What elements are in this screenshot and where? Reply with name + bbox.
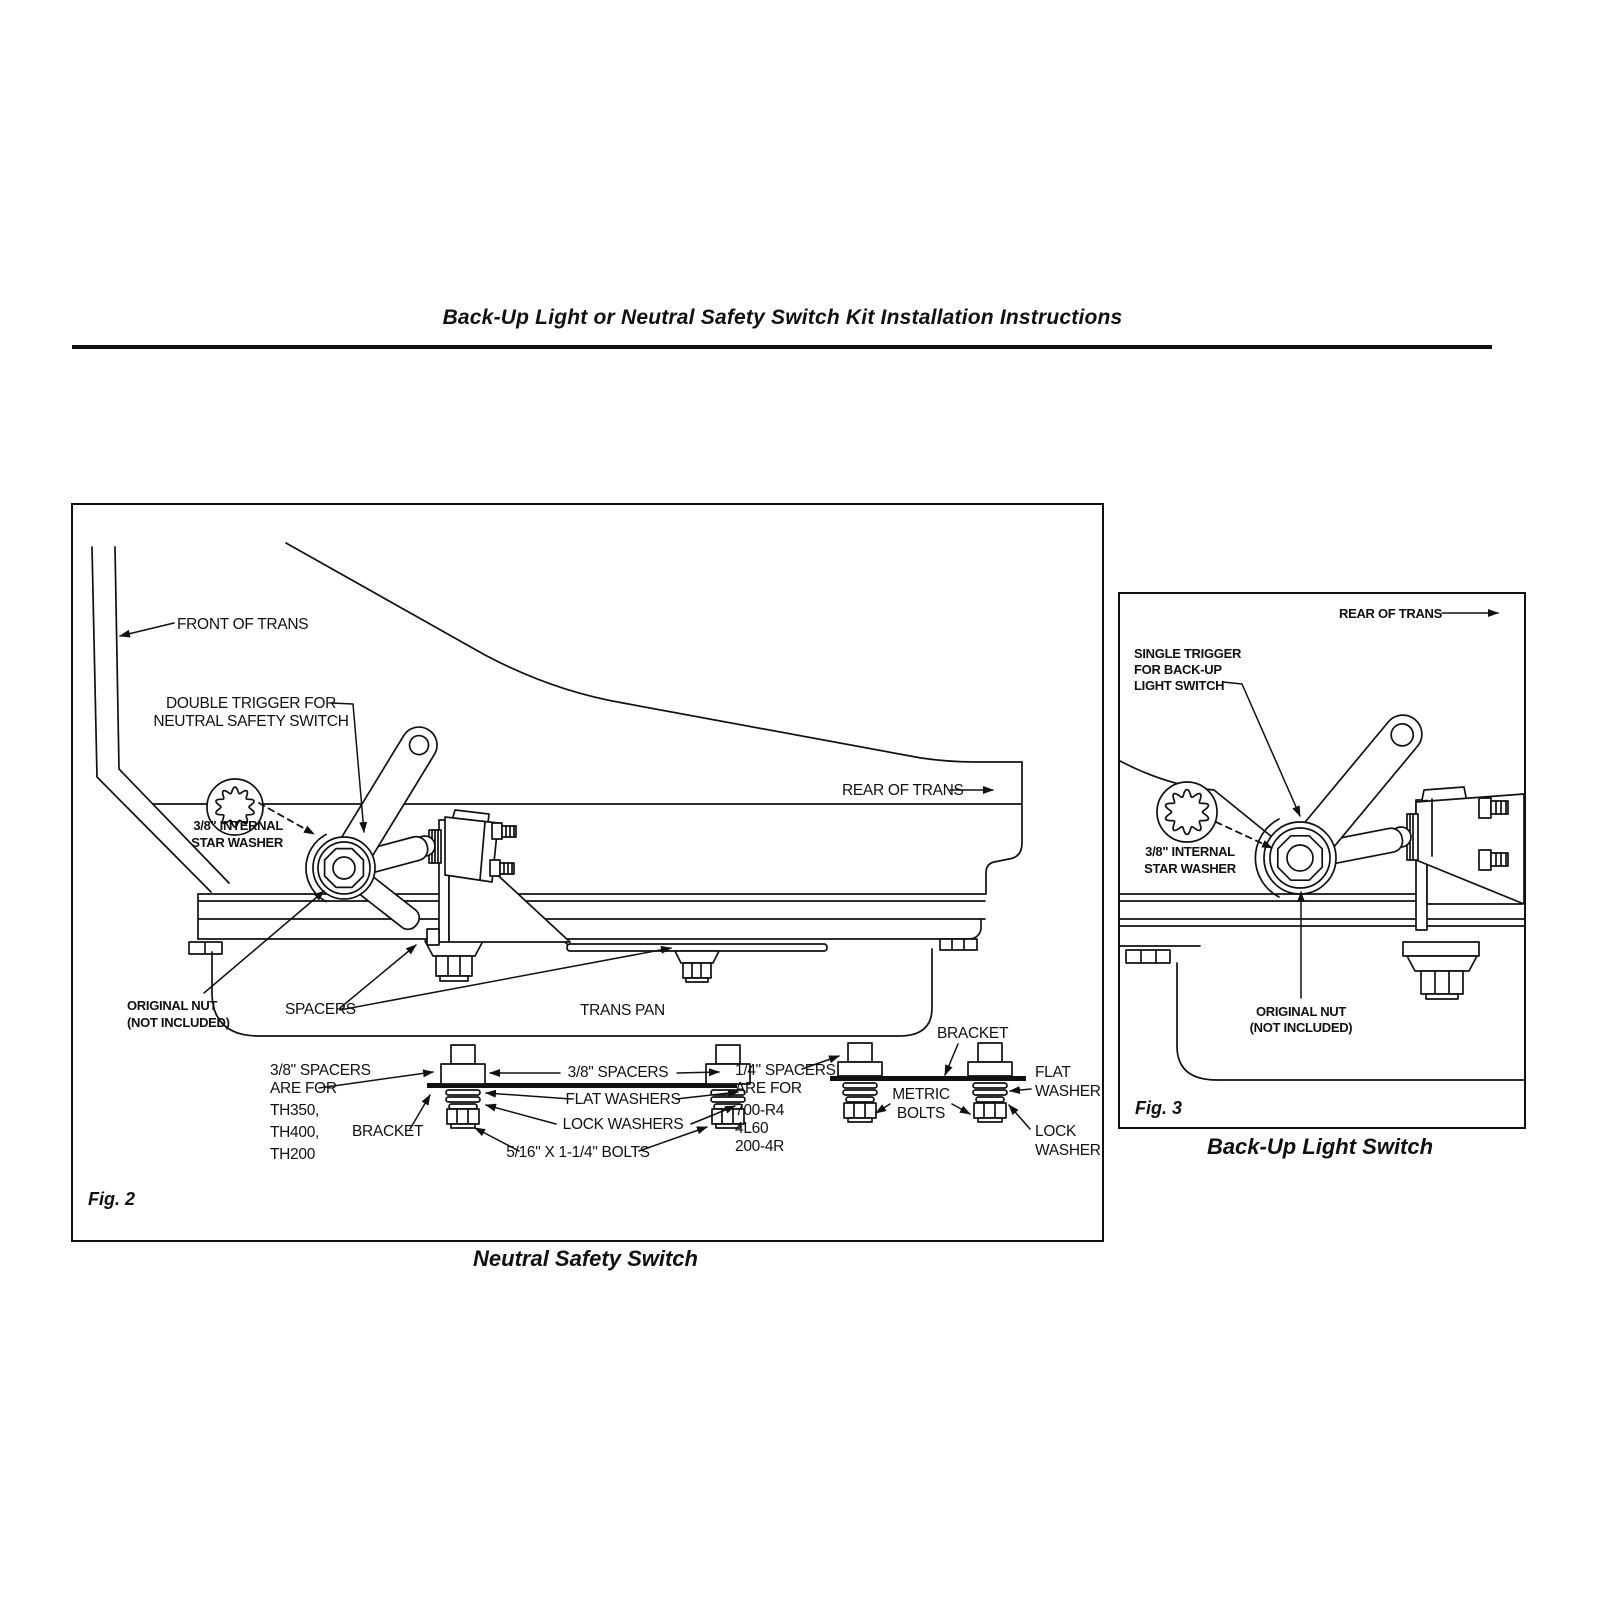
- label-rear-of-trans: REAR OF TRANS: [842, 782, 964, 799]
- original-nut: [305, 833, 376, 903]
- label-original-nut-2: (NOT INCLUDED): [1250, 1020, 1353, 1035]
- label-lock-washers: LOCK WASHERS: [563, 1116, 684, 1133]
- label-bracket-right: BRACKET: [937, 1025, 1009, 1042]
- label-bolts-516: 5/16" X 1-1/4" BOLTS: [506, 1144, 649, 1161]
- fig2-panel: FRONT OF TRANS DOUBLE TRIGGER FOR NEUTRA…: [71, 503, 1104, 1242]
- neutral-safety-switch-diagram: FRONT OF TRANS DOUBLE TRIGGER FOR NEUTRA…: [88, 542, 1101, 1209]
- page-title: Back-Up Light or Neutral Safety Switch K…: [442, 306, 1123, 329]
- label-38-note-4: TH400,: [270, 1124, 319, 1141]
- label-14-note-2: ARE FOR: [735, 1080, 802, 1097]
- label-front-of-trans: FRONT OF TRANS: [177, 616, 308, 633]
- label-38-note-3: TH350,: [270, 1102, 319, 1119]
- label-spacers: SPACERS: [285, 1001, 356, 1018]
- label-original-nut-1: ORIGINAL NUT: [127, 998, 217, 1013]
- label-14-note-5: 200-4R: [735, 1138, 784, 1155]
- label-single-trigger-3: LIGHT SWITCH: [1134, 678, 1224, 693]
- label-double-trigger-1: DOUBLE TRIGGER FOR: [166, 695, 336, 712]
- label-14-note-1: 1/4" SPACERS: [735, 1062, 836, 1079]
- hardware-detail-metric: [830, 1042, 1026, 1123]
- leader-lines: [119, 622, 1032, 1152]
- label-metric-bolts-2: BOLTS: [897, 1105, 945, 1122]
- label-double-trigger-2: NEUTRAL SAFETY SWITCH: [153, 713, 348, 730]
- star-washer-icon: [206, 778, 264, 836]
- label-flat-washers: FLAT WASHERS: [566, 1091, 681, 1108]
- label-metric-bolts-1: METRIC: [892, 1086, 950, 1103]
- spacer-under-rail-mid: [674, 950, 720, 983]
- switch-body: [414, 809, 517, 883]
- label-14-note-3: 700-R4: [735, 1102, 785, 1119]
- fig3-caption: Back-Up Light Switch: [1206, 1134, 1434, 1159]
- label-bracket-left: BRACKET: [352, 1123, 424, 1140]
- label-14-note-4: 4L60: [735, 1120, 769, 1137]
- label-flat-washer-1: FLAT: [1035, 1064, 1071, 1081]
- star-washer-icon: [1156, 781, 1218, 843]
- label-single-trigger-2: FOR BACK-UP: [1134, 662, 1222, 677]
- label-original-nut-1: ORIGINAL NUT: [1256, 1004, 1346, 1019]
- fig2-caption: Neutral Safety Switch: [473, 1246, 698, 1271]
- fig3-label: Fig. 3: [1135, 1098, 1182, 1118]
- label-38-note-1: 3/8" SPACERS: [270, 1062, 371, 1079]
- label-38-note-5: TH200: [270, 1146, 316, 1163]
- spacer-under-rail-left: [424, 940, 484, 982]
- label-star-washer-2: STAR WASHER: [1144, 861, 1237, 876]
- spacer-under-rail: [1406, 955, 1478, 1000]
- label-star-washer-1: 3/8" INTERNAL: [193, 818, 283, 833]
- label-star-washer-1: 3/8" INTERNAL: [1145, 844, 1235, 859]
- label-original-nut-2: (NOT INCLUDED): [127, 1015, 230, 1030]
- label-spacers-38: 3/8" SPACERS: [568, 1064, 669, 1081]
- label-lock-washer-2: WASHER: [1035, 1142, 1101, 1159]
- header-divider: [72, 345, 1492, 349]
- trans-pan-outline: [1176, 962, 1524, 1081]
- fig2-label: Fig. 2: [88, 1189, 135, 1209]
- backup-light-switch-diagram: REAR OF TRANS SINGLE TRIGGER FOR BACK-UP…: [1120, 606, 1524, 1118]
- label-flat-washer-2: WASHER: [1035, 1083, 1101, 1100]
- label-star-washer-2: STAR WASHER: [191, 835, 284, 850]
- pan-rail: [188, 893, 986, 955]
- label-38-note-2: ARE FOR: [270, 1080, 337, 1097]
- trans-pan-outline: [211, 948, 933, 1037]
- label-trans-pan: TRANS PAN: [580, 1002, 665, 1019]
- label-rear-of-trans: REAR OF TRANS: [1339, 606, 1443, 621]
- switch-body: [1390, 786, 1524, 905]
- transmission-outline: [91, 542, 1023, 895]
- original-nut: [1254, 818, 1337, 898]
- leader-lines: [1215, 609, 1499, 999]
- fig3-panel: REAR OF TRANS SINGLE TRIGGER FOR BACK-UP…: [1118, 592, 1526, 1129]
- label-lock-washer-1: LOCK: [1035, 1123, 1077, 1140]
- label-single-trigger-1: SINGLE TRIGGER: [1134, 646, 1242, 661]
